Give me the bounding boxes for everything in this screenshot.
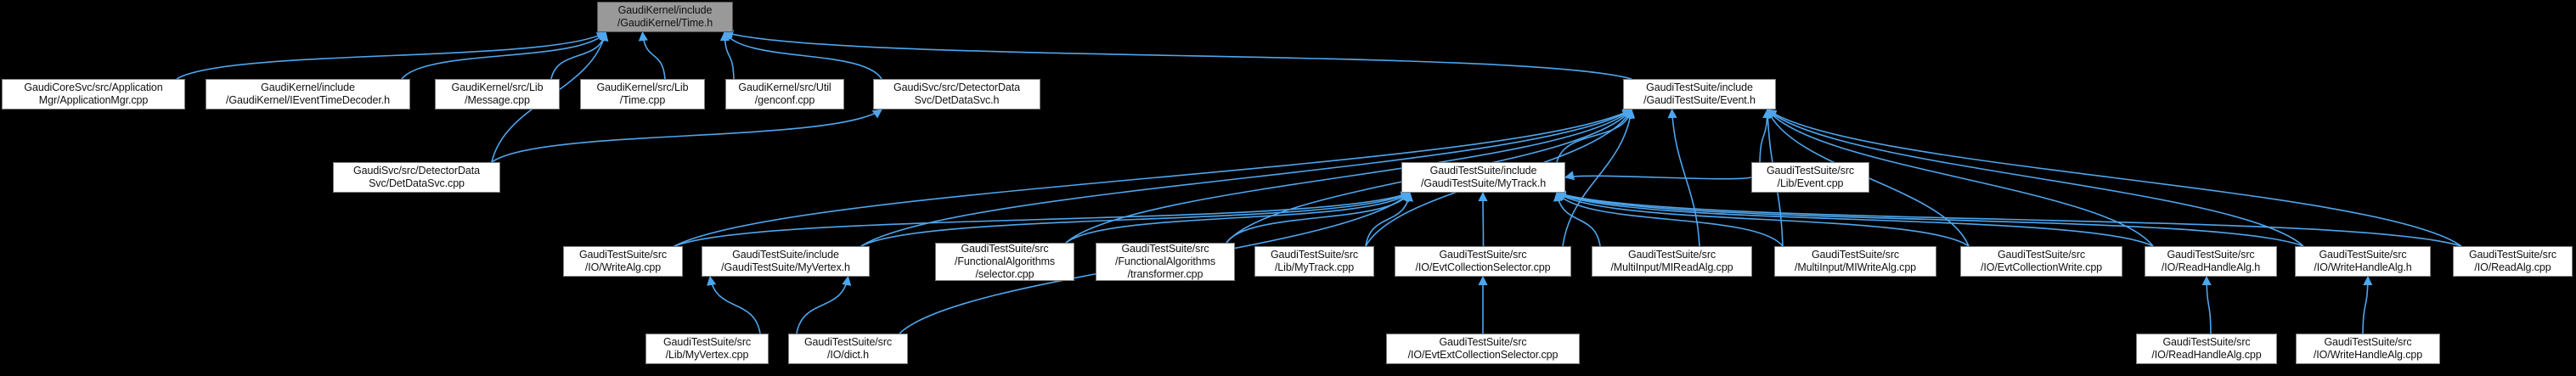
graph-node-message_cpp[interactable]: GaudiKernel/src/Lib /Message.cpp (435, 79, 560, 109)
graph-edge-ieventtime_h-to-time_h (401, 31, 606, 80)
graph-node-lib_time_cpp[interactable]: GaudiKernel/src/Lib /Time.cpp (580, 79, 705, 109)
graph-node-label: GaudiTestSuite/src /FunctionalAlgorithms… (954, 243, 1056, 280)
graph-node-label: GaudiKernel/src/Lib /Time.cpp (596, 81, 689, 106)
graph-node-time_h[interactable]: GaudiKernel/include /GaudiKernel/Time.h (597, 2, 733, 32)
graph-node-writehandlealg_h[interactable]: GaudiTestSuite/src /IO/WriteHandleAlg.h (2295, 246, 2431, 277)
graph-node-label: GaudiTestSuite/src /IO/ReadHandleAlg.h (2161, 249, 2261, 273)
graph-node-label: GaudiKernel/src/Lib /Message.cpp (451, 81, 544, 106)
graph-node-evtcollwrite_cpp[interactable]: GaudiTestSuite/src /IO/EvtCollectionWrit… (1960, 246, 2122, 277)
graph-edge-detdatasvc_cpp-to-detdatasvc_h (491, 109, 882, 163)
graph-node-label: GaudiTestSuite/src /IO/EvtCollectionSele… (1415, 249, 1551, 273)
graph-node-evtcollsel_cpp[interactable]: GaudiTestSuite/src /IO/EvtCollectionSele… (1395, 246, 1571, 277)
graph-node-label: GaudiTestSuite/include /GaudiTestSuite/M… (721, 249, 850, 273)
graph-node-label: GaudiTestSuite/include /GaudiTestSuite/E… (1643, 81, 1756, 106)
graph-node-lib_mytrack_cpp[interactable]: GaudiTestSuite/src /Lib/MyTrack.cpp (1254, 246, 1374, 277)
graph-node-label: GaudiTestSuite/src /IO/EvtCollectionWrit… (1980, 249, 2103, 273)
graph-node-label: GaudiTestSuite/src /MultiInput/MIWriteAl… (1794, 249, 1917, 273)
graph-node-label: GaudiKernel/include /GaudiKernel/Time.h (617, 4, 713, 29)
graph-node-label: GaudiTestSuite/src /Lib/Event.cpp (1766, 165, 1855, 189)
graph-node-writealg_cpp[interactable]: GaudiTestSuite/src /IO/WriteAlg.cpp (563, 246, 683, 277)
graph-node-label: GaudiKernel/src/Util /genconf.cpp (738, 81, 831, 106)
graph-node-label: GaudiTestSuite/src /IO/WriteHandleAlg.cp… (2313, 336, 2423, 361)
graph-node-label: GaudiTestSuite/src /FunctionalAlgorithms… (1114, 243, 1216, 280)
graph-edge-lib_myvertex_cpp-to-myvertex_h (707, 275, 761, 334)
graph-edge-appmgr_cpp-to-time_h (176, 31, 606, 80)
graph-node-label: GaudiKernel/include /GaudiKernel/IEventT… (226, 81, 390, 106)
graph-edge-readalg_cpp-to-mytrack_h (1555, 190, 2462, 247)
graph-edge-miwritealg_cpp-to-mytrack_h (1556, 192, 1784, 247)
graph-node-genconf_cpp[interactable]: GaudiKernel/src/Util /genconf.cpp (725, 79, 844, 109)
graph-node-mireadalg_cpp[interactable]: GaudiTestSuite/src /MultiInput/MIReadAlg… (1592, 246, 1752, 277)
graph-node-ieventtime_h[interactable]: GaudiKernel/include /GaudiKernel/IEventT… (206, 79, 410, 109)
graph-node-detdatasvc_h[interactable]: GaudiSvc/src/DetectorData Svc/DetDataSvc… (873, 79, 1040, 109)
graph-node-label: GaudiTestSuite/include /GaudiTestSuite/M… (1420, 165, 1547, 189)
graph-edge-readhandlealg_cpp-to-readhandlealg_h (2201, 275, 2212, 334)
graph-edge-myvertex_h-to-mytrack_h (860, 192, 1411, 247)
graph-edge-writehandlealg_cpp-to-writehandlealg_h (2362, 275, 2373, 334)
graph-edge-mytrack_h-to-event_h (1556, 108, 1634, 163)
graph-node-transformer_cpp[interactable]: GaudiTestSuite/src /FunctionalAlgorithms… (1096, 243, 1235, 281)
graph-edge-lib_mytrack_cpp-to-mytrack_h (1365, 191, 1413, 247)
graph-edge-evtcollwrite_cpp-to-mytrack_h (1556, 192, 1970, 247)
graph-edge-evtcollsel_cpp-to-event_h (1562, 108, 1636, 247)
graph-node-writehandlealg_cpp[interactable]: GaudiTestSuite/src /IO/WriteHandleAlg.cp… (2296, 334, 2440, 364)
graph-node-label: GaudiTestSuite/src /Lib/MyVertex.cpp (662, 336, 752, 361)
graph-node-label: GaudiSvc/src/DetectorData Svc/DetDataSvc… (893, 81, 1020, 106)
graph-edge-transformer_cpp-to-mytrack_h (1226, 192, 1411, 244)
graph-node-label: GaudiTestSuite/src /IO/WriteHandleAlg.h (2314, 249, 2412, 273)
graph-edge-dict_h-to-myvertex_h (796, 275, 852, 334)
graph-node-myvertex_h[interactable]: GaudiTestSuite/include /GaudiTestSuite/M… (702, 246, 870, 277)
graph-edge-lib_time_cpp-to-time_h (638, 31, 666, 80)
graph-node-selector_cpp[interactable]: GaudiTestSuite/src /FunctionalAlgorithms… (935, 243, 1074, 281)
graph-node-label: GaudiTestSuite/src /IO/EvtExtCollectionS… (1407, 336, 1559, 361)
graph-edge-genconf_cpp-to-time_h (719, 31, 735, 80)
graph-node-lib_event_cpp[interactable]: GaudiTestSuite/src /Lib/Event.cpp (1751, 162, 1869, 193)
graph-edge-readhandlealg_h-to-mytrack_h (1555, 192, 2154, 247)
graph-node-miwritealg_cpp[interactable]: GaudiTestSuite/src /MultiInput/MIWriteAl… (1774, 246, 1936, 277)
graph-edge-evtcollsel_cpp-to-mytrack_h (1478, 191, 1488, 247)
graph-node-readalg_cpp[interactable]: GaudiTestSuite/src /IO/ReadAlg.cpp (2453, 246, 2573, 277)
graph-edge-writehandlealg_h-to-mytrack_h (1555, 191, 2304, 247)
graph-node-evtextcollsel_cpp[interactable]: GaudiTestSuite/src /IO/EvtExtCollectionS… (1386, 334, 1580, 364)
graph-node-mytrack_h[interactable]: GaudiTestSuite/include /GaudiTestSuite/M… (1401, 162, 1565, 193)
graph-node-label: GaudiTestSuite/src /Lib/MyTrack.cpp (1270, 249, 1359, 273)
graph-node-label: GaudiTestSuite/src /IO/ReadAlg.cpp (2468, 249, 2557, 273)
graph-edge-mireadalg_cpp-to-mytrack_h (1553, 191, 1601, 247)
edge-paths (176, 30, 2462, 334)
graph-node-label: GaudiTestSuite/src /MultiInput/MIReadAlg… (1610, 249, 1733, 273)
graph-node-label: GaudiTestSuite/src /IO/ReadHandleAlg.cpp (2151, 336, 2262, 361)
graph-edge-lib_event_cpp-to-mytrack_h (1564, 171, 1752, 181)
graph-edge-mireadalg_cpp-to-event_h (1667, 108, 1700, 247)
graph-node-readhandlealg_cpp[interactable]: GaudiTestSuite/src /IO/ReadHandleAlg.cpp (2136, 334, 2277, 364)
graph-node-appmgr_cpp[interactable]: GaudiCoreSvc/src/Application Mgr/Applica… (2, 79, 185, 109)
graph-edge-event_h-to-time_h (723, 30, 1632, 80)
graph-edge-message_cpp-to-time_h (550, 31, 609, 80)
graph-node-label: GaudiTestSuite/src /IO/WriteAlg.cpp (578, 249, 668, 273)
graph-edge-readalg_cpp-to-event_h (1767, 109, 2462, 247)
graph-node-lib_myvertex_cpp[interactable]: GaudiTestSuite/src /Lib/MyVertex.cpp (645, 334, 769, 364)
graph-node-readhandlealg_h[interactable]: GaudiTestSuite/src /IO/ReadHandleAlg.h (2145, 246, 2277, 277)
graph-edge-writealg_cpp-to-mytrack_h (674, 191, 1412, 247)
graph-edge-lib_event_cpp-to-event_h (1759, 108, 1773, 163)
graph-node-dict_h[interactable]: GaudiTestSuite/src /IO/dict.h (788, 334, 908, 364)
graph-node-label: GaudiSvc/src/DetectorData Svc/DetDataSvc… (353, 165, 480, 189)
graph-node-detdatasvc_cpp[interactable]: GaudiSvc/src/DetectorData Svc/DetDataSvc… (333, 162, 500, 193)
graph-edge-selector_cpp-to-mytrack_h (1065, 192, 1411, 244)
graph-node-label: GaudiTestSuite/src /IO/dict.h (803, 336, 893, 361)
graph-node-label: GaudiCoreSvc/src/Application Mgr/Applica… (24, 81, 163, 106)
graph-edge-detdatasvc_h-to-time_h (724, 31, 882, 80)
graph-node-event_h[interactable]: GaudiTestSuite/include /GaudiTestSuite/E… (1623, 79, 1776, 109)
